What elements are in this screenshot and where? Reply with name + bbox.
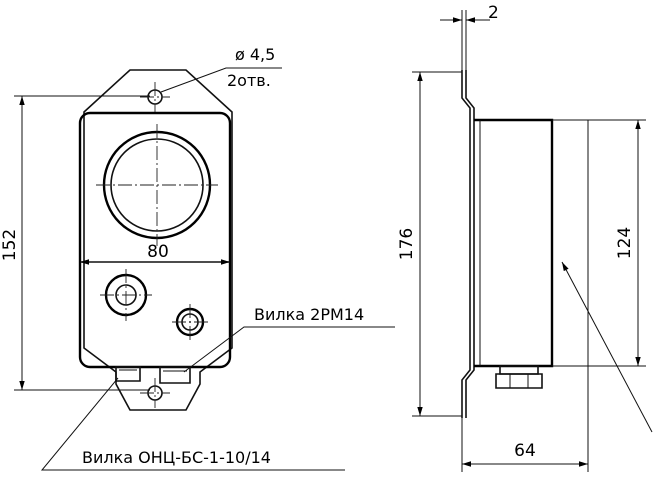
front-bottom-plug-left xyxy=(116,367,140,381)
side-flange xyxy=(462,70,470,418)
connector-onc-leader xyxy=(42,378,345,470)
dim-depth-text: 64 xyxy=(514,441,536,461)
front-body-outline xyxy=(80,113,230,367)
dim-body-height-text: 124 xyxy=(615,227,635,259)
hole-count-text: 2отв. xyxy=(227,71,271,90)
dim-height-text: 152 xyxy=(0,229,20,261)
connector-2rm14-label: Вилка 2РМ14 xyxy=(254,305,364,324)
side-view: 2 176 124 64 xyxy=(397,3,652,472)
front-bottom-plug-right xyxy=(160,367,190,383)
side-diagonal-leader xyxy=(562,262,652,432)
hole-leader xyxy=(161,68,282,92)
front-view: 152 80 ø 4,5 2отв. Вилка 2РМ14 Вилка ОНЦ… xyxy=(0,45,395,470)
connector-2rm14-leader xyxy=(184,327,395,372)
side-body xyxy=(474,120,552,366)
dim-flange-height-text: 176 xyxy=(397,228,417,260)
hole-diameter-text: ø 4,5 xyxy=(235,45,275,64)
front-flange-outline xyxy=(84,70,232,410)
dim-thickness-text: 2 xyxy=(488,3,499,23)
dim-width-text: 80 xyxy=(147,242,169,262)
connector-onc-label: Вилка ОНЦ-БС-1-10/14 xyxy=(82,448,271,467)
